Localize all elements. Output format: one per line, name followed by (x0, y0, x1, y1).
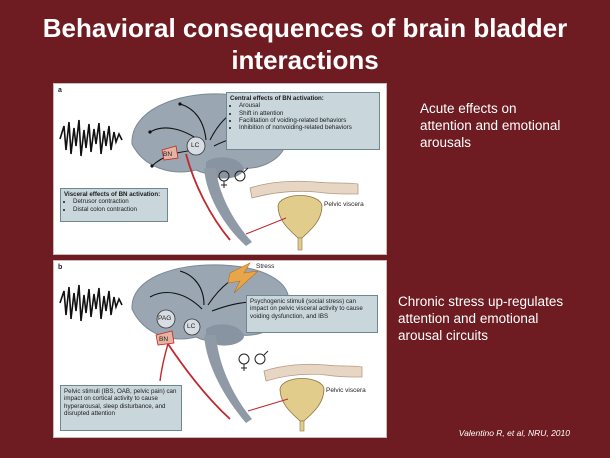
bn-label: BN (163, 151, 173, 158)
bladder-shape (277, 195, 323, 239)
bn-nucleus (161, 145, 179, 161)
colon-shape (249, 180, 359, 199)
lc-nucleus (186, 136, 206, 156)
title-line-1: Behavioral consequences of brain bladder (42, 13, 568, 43)
eeg-waveform (59, 284, 123, 322)
visceral-effect-item: Distal colon contraction (73, 206, 164, 213)
citation: Valentino R, et al, NRU, 2010 (458, 428, 570, 438)
colon-shape (263, 363, 363, 382)
pelvic-viscera-label: Pelvic viscera (324, 201, 364, 208)
red-pathway (165, 340, 231, 420)
red-pathway (185, 153, 231, 241)
bladder-shape (279, 378, 325, 422)
slide-title: Behavioral consequences of brain bladder… (0, 12, 610, 76)
bladder-connector (245, 217, 287, 235)
pelvic-viscera-label: Pelvic viscera (326, 387, 366, 394)
central-effect-item: Inhibition of nonvoiding-related behavio… (239, 124, 376, 131)
pag-label: PAG (158, 315, 172, 322)
diagram-panel-a: a LC BN Pelvic viscera Central effects o… (53, 83, 387, 255)
central-effects-title: Central effects of BN activation: (230, 95, 324, 102)
visceral-effects-box: Visceral effects of BN activation: Detru… (60, 188, 168, 222)
central-effect-item: Arousal (239, 102, 376, 109)
acute-effects-line: Acute effects on (420, 101, 517, 116)
spinal-cord (204, 335, 252, 423)
pelvic-stimuli-text: Pelvic stimuli (IBS, OAB, pelvic pain) c… (64, 388, 177, 417)
lc-label: LC (191, 142, 200, 149)
central-effects-box: Central effects of BN activation: Arousa… (226, 92, 380, 150)
acute-effects-text: Acute effects on attention and emotional… (420, 100, 560, 151)
title-line-2: interactions (231, 45, 379, 75)
gender-symbols (218, 167, 249, 188)
visceral-effect-item: Detrusor contraction (73, 198, 164, 205)
central-effect-item: Facilitation of voiding-related behavior… (239, 117, 376, 124)
panel-letter-b: b (58, 264, 63, 271)
acute-effects-line: arousals (420, 135, 472, 150)
diagram-panel-b: b Stress PAG LC BN Pelvic viscera Psycho… (53, 260, 387, 438)
psychogenic-stimuli-box: Psychogenic stimuli (social stress) can … (246, 295, 378, 333)
stress-lightning-icon (227, 262, 259, 294)
bladder-connector (247, 398, 289, 412)
bn-nucleus (155, 330, 175, 346)
bn-label: BN (159, 336, 169, 343)
chronic-stress-line: arousal circuits (398, 328, 489, 343)
panel-letter-a: a (58, 87, 62, 94)
spinal-cord (204, 168, 252, 246)
gender-symbols (238, 350, 269, 371)
pelvic-stimuli-box: Pelvic stimuli (IBS, OAB, pelvic pain) c… (60, 385, 182, 431)
acute-effects-line: attention and emotional (420, 118, 561, 133)
chronic-stress-text: Chronic stress up-regulates attention an… (398, 293, 563, 344)
chronic-stress-line: Chronic stress up-regulates (398, 294, 564, 309)
lc-nucleus (183, 318, 201, 336)
pag-nucleus (156, 309, 176, 329)
visceral-effects-title: Visceral effects of BN activation: (64, 191, 161, 198)
stress-label: Stress (256, 263, 275, 270)
lc-label: LC (187, 323, 196, 330)
eeg-waveform (59, 119, 123, 157)
chronic-stress-line: attention and emotional (398, 311, 539, 326)
psychogenic-stimuli-text: Psychogenic stimuli (social stress) can … (250, 298, 363, 320)
central-effect-item: Shift in attention (239, 110, 376, 117)
